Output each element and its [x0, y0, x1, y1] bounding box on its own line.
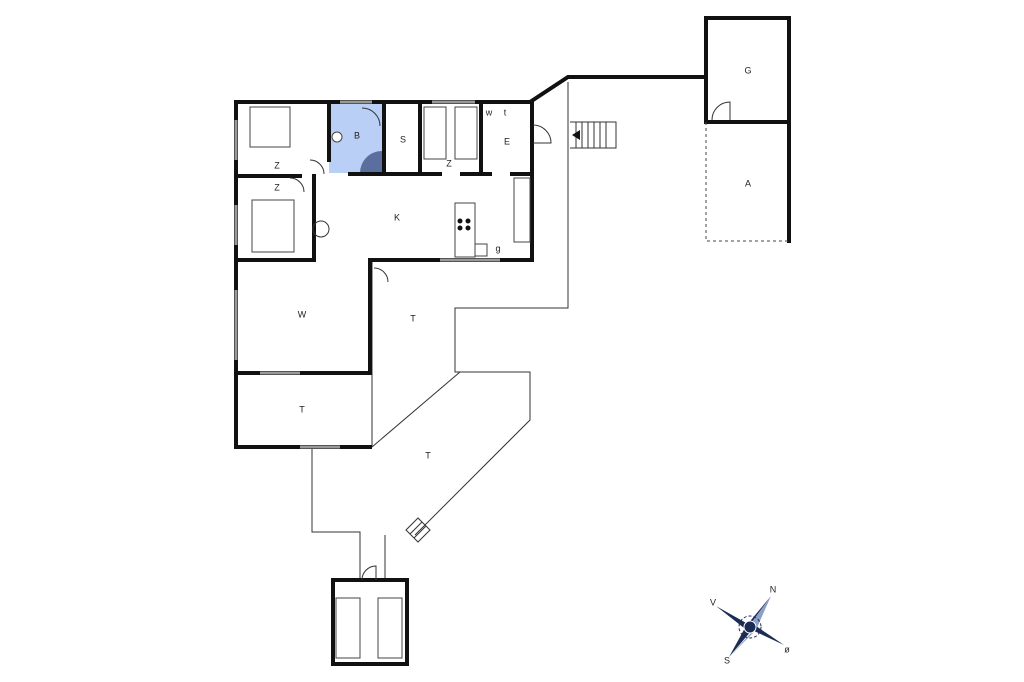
label-terrace-2: T	[299, 404, 305, 414]
label-storage: S	[400, 134, 406, 144]
label-bedroom-2: Z	[446, 158, 452, 168]
label-tech: t	[504, 107, 507, 117]
room-labels: Z B S Z w t E Z K g W T T T G A	[274, 65, 751, 460]
label-bedroom-3: Z	[274, 182, 280, 192]
compass-rose: N V S ø	[710, 584, 790, 665]
label-kitchen: K	[394, 212, 400, 222]
label-living: W	[298, 309, 307, 319]
label-carport: A	[745, 178, 751, 188]
garage	[704, 16, 791, 243]
label-garage: G	[744, 65, 751, 75]
annex	[331, 578, 409, 666]
label-bathroom: B	[354, 130, 360, 140]
compass-south: S	[724, 655, 730, 665]
shower	[360, 151, 382, 173]
compass-west: V	[710, 597, 716, 607]
label-terrace-3: T	[425, 450, 431, 460]
furniture	[249, 106, 531, 659]
label-utility: g	[495, 243, 500, 253]
label-wc: w	[485, 107, 493, 117]
compass-north: N	[770, 584, 777, 594]
label-bedroom-1: Z	[274, 160, 280, 170]
label-terrace-1: T	[410, 313, 416, 323]
walls	[234, 75, 708, 449]
label-entrance: E	[504, 136, 510, 146]
compass-east: ø	[784, 644, 790, 654]
